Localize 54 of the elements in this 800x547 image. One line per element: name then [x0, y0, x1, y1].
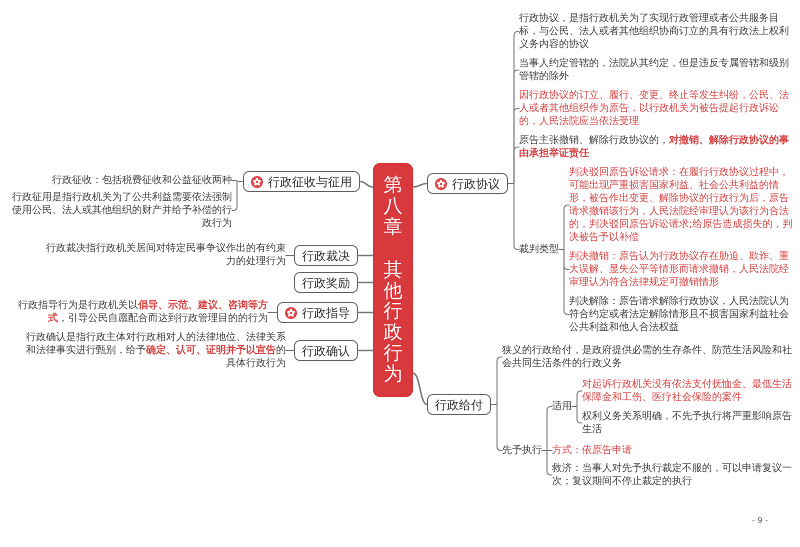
- chapter-number: 第八章: [384, 175, 402, 238]
- chapter-box: [373, 163, 413, 398]
- connector-line: [231, 180, 244, 212]
- branch-text: 当事人约定管辖的，法院从其约定，但是违反专属管辖和级别管辖的除外: [519, 57, 795, 83]
- branch-text: 对起诉行政机关没有依法支付抚恤金、最低生活保障金和工伤、医疗社会保险的案件: [582, 378, 795, 404]
- branch-text: 权利义务关系明确，不先予执行将严重影响原告生活: [582, 410, 795, 436]
- topic-box: [427, 394, 491, 415]
- branch-label: 先予执行: [502, 444, 542, 457]
- topic-label: 行政给付: [435, 398, 483, 410]
- connector-line: [357, 350, 374, 352]
- branch-text: 行政征用是指行政机关为了公共利益需要依法强制使用公民、法人或其他组织的财产并给予补偿的行政行为: [12, 191, 232, 230]
- branch-text: 行政指导行为是行政机关以倡导、示范、建议、咨询等方式，引导公民自愿配合而达到行政管理目的的行为: [18, 299, 268, 325]
- connector-line: [357, 254, 374, 256]
- topic-box: [294, 340, 358, 361]
- branch-text: 狭义的行政给付，是政府提供必需的生存条件、防范生活风险和社会共同生活条件的行政义务: [502, 344, 795, 370]
- branch-text: 判决驳回原告诉讼请求：在履行行政协议过程中，可能出现严重损害国家利益、社会公共利益的情形，被告作出变更、解除协议的行政行为后，原告请求撤销该行为，人民法院经审理认为该行为合法的，判决驳回原告诉讼请求;给原告造成损失的，判决被告予以补偿: [569, 166, 795, 244]
- topic-label: 行政奖励: [302, 276, 350, 288]
- connector-line: [285, 254, 295, 256]
- connector-line: [285, 350, 295, 352]
- topic-label: 行政裁决: [302, 250, 350, 262]
- connector-line: [507, 182, 520, 250]
- topic-box: [294, 272, 358, 293]
- branch-text: 原告主张撤销、解除行政协议的，对撤销、解除行政协议的事由承担举证责任: [519, 134, 795, 160]
- connector-line: [412, 372, 428, 406]
- connector-line: [541, 450, 553, 476]
- page-number: - 9 -: [752, 516, 768, 525]
- branch-text: 判决解除：原告请求解除行政协议，人民法院认为符合约定或者法定解除情形且不损害国家利益社会公共利益和他人合法权益: [569, 295, 795, 334]
- branch-label: 裁判类型: [519, 243, 559, 256]
- connector-line: [571, 406, 583, 424]
- connector-line: [267, 312, 278, 314]
- connector-line: [558, 248, 570, 316]
- branch-label: 方式：依原告申请: [552, 444, 632, 457]
- branch-text: 救济：当事人对先予执行裁定不服的，可以申请复议一次；复议期间不停止裁定的执行: [552, 462, 795, 488]
- connector-line: [357, 282, 374, 284]
- topic-box: [243, 171, 360, 192]
- connector-line: [359, 180, 374, 188]
- branch-text: 因行政协议的订立、履行、变更、终止等发生纠纷，公民、法人或者其他组织作为原告，以行政机关为被告提起行政诉讼的，人民法院应当依法受理: [519, 89, 795, 128]
- topic-label: 行政征收与征用: [268, 176, 352, 188]
- connector-line: [490, 404, 503, 452]
- connector-line: [412, 182, 428, 188]
- branch-text: 行政协议，是指行政机关为了实现行政管理或者公共服务目标，与公民、法人或者其他组织协商订立的具有行政法上权利义务内容的协议: [519, 12, 795, 51]
- connector-line: [357, 312, 374, 314]
- topic-box: [427, 173, 508, 194]
- branch-label: 适用: [552, 400, 572, 413]
- topic-label: 行政确认: [302, 344, 350, 356]
- chapter-title: 其他行政行为: [384, 260, 402, 386]
- topic-box: [277, 302, 358, 323]
- topic-label: 行政指导: [302, 306, 350, 318]
- branch-text: 行政征收：包括税费征收和公益征收两种: [52, 174, 232, 187]
- branch-text: 行政确认是指行政主体对行政相对人的法律地位、法律关系和法律事实进行甄别，给予确定、认可、证明并予以宣告的具体行政行为: [26, 331, 286, 370]
- topic-label: 行政协议: [452, 178, 500, 190]
- branch-text: 判决撤销：原告认为行政协议存在胁迫、欺诈、重大误解、显失公平等情形而请求撤销，人民法院经审理认为符合法律规定可撤销情形: [569, 250, 795, 289]
- topic-box: [294, 245, 358, 266]
- branch-text: 行政裁决指行政机关居间对特定民事争议作出的有约束力的处理行为: [46, 242, 286, 268]
